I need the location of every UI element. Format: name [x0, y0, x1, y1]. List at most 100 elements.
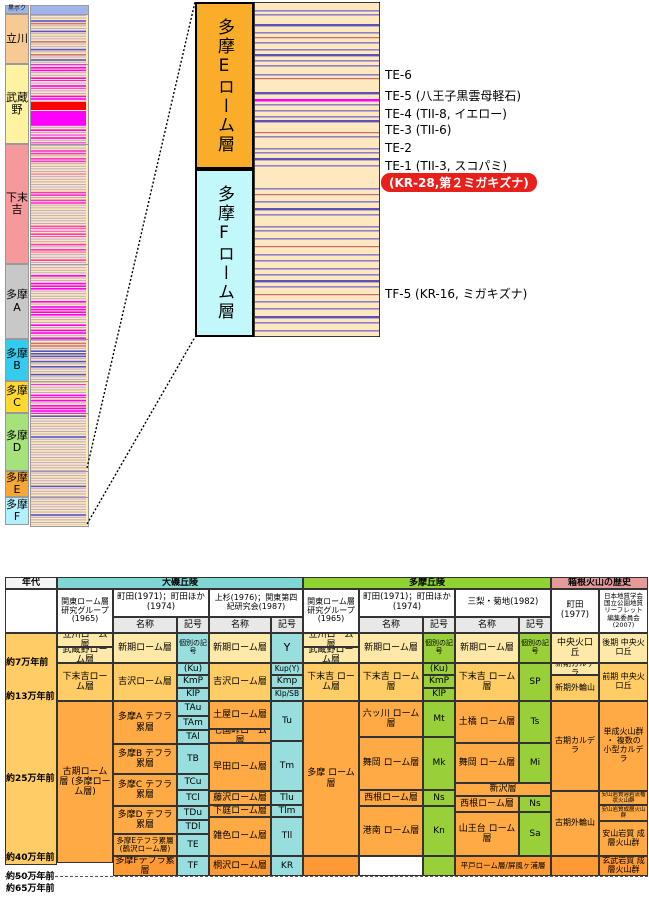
stripe-line — [31, 155, 86, 157]
u-y: Y — [271, 633, 303, 663]
stripe-line — [31, 158, 86, 160]
stripe-line — [31, 168, 86, 170]
stripe-line — [31, 243, 86, 246]
k2-bottom — [303, 856, 359, 876]
stripe-line — [31, 69, 86, 72]
tephra-label-6: TF-5 (KR-16, ミガキズナ) — [385, 287, 528, 301]
m-tamaB: 多摩B テフラ累層 — [113, 744, 177, 774]
stripe-line — [31, 363, 86, 365]
big-stripe-line — [255, 268, 379, 270]
big-stripe-line — [255, 99, 379, 102]
stripe-line — [31, 472, 86, 474]
k1-ko: 古期ローム層 (多摩ローム層) — [57, 701, 113, 863]
enlarged-column: 多摩Eローム層 多摩Fローム層 — [195, 2, 380, 337]
stripe-line — [31, 464, 86, 466]
stripe-line — [31, 355, 86, 358]
tephra-label-0: TE-6 — [385, 68, 412, 82]
m2-kounan: 港南 ローム層 — [359, 806, 423, 856]
correlation-table: 年代大磯丘陵多摩丘陵箱根火山の歴史関東ローム層研究グループ (1965)町田(1… — [5, 577, 648, 894]
stripe-line — [31, 197, 86, 198]
h-chuo: 中央火口丘 — [551, 633, 599, 663]
m2s-kmp: KmP — [423, 675, 455, 688]
stripe-line — [31, 259, 86, 261]
stripe-line — [31, 147, 86, 149]
stripe-line — [31, 347, 86, 349]
stripe-line — [31, 311, 86, 313]
mk-dobashi: 土橋 ローム層 — [455, 701, 519, 743]
big-stripe-line — [255, 110, 379, 112]
stripe-line — [31, 470, 86, 471]
ms-tdu: TDu — [177, 806, 209, 820]
stripe-line — [31, 358, 86, 360]
m2-shimosueyoshi: 下末吉 ローム層 — [359, 663, 423, 701]
unit-label-1: 立川 — [5, 14, 29, 64]
u-kr: KR — [271, 856, 303, 876]
stripe-line — [31, 220, 86, 222]
stripe-line — [31, 438, 86, 440]
stripe-line — [31, 215, 86, 217]
mk-ts: Ts — [519, 701, 551, 743]
stripe-line — [31, 337, 86, 339]
stripe-line — [31, 132, 86, 133]
h-bottom — [551, 856, 599, 876]
m2s-ku: (Ku) — [423, 663, 455, 675]
m-kichisawa: 吉沢ローム層 — [113, 663, 177, 701]
stripe-line — [31, 397, 86, 399]
age-label-2: 約25万年前 — [6, 774, 55, 784]
stripe-line — [31, 282, 86, 285]
stripe-line — [31, 199, 86, 202]
stripe-line — [31, 95, 86, 98]
stripe-line — [31, 225, 86, 228]
u-shinki: 新期ローム層 — [209, 633, 271, 663]
big-stripe-line — [255, 148, 379, 150]
big-stripe-line — [255, 14, 379, 16]
stripe-line — [31, 319, 86, 321]
stripe-line — [31, 381, 86, 383]
h-koki-caldera: 古期カルデラ — [551, 701, 599, 791]
stripe-line — [31, 230, 86, 232]
stripe-line — [31, 25, 86, 27]
stripe-line — [31, 238, 86, 240]
stripe-line — [31, 332, 86, 334]
stripe-line — [31, 462, 86, 464]
ms-indiv: 個別の記号 — [177, 633, 209, 663]
stripe-line — [31, 176, 86, 178]
stripe-line — [31, 485, 86, 488]
stripe-line — [31, 407, 86, 410]
src-machida: 町田(1971)；町田ほか(1974) — [113, 589, 209, 617]
stripe-line — [31, 74, 86, 76]
stripe-line — [31, 423, 86, 425]
highlight-label: (KR-28,第２ミガキズナ) — [381, 173, 537, 192]
mk-sannoudai: 山王台 ローム層 — [455, 812, 519, 856]
stripe-line — [31, 217, 86, 219]
stripe-line — [31, 436, 86, 438]
h-koki-gairin: 古期外輪山 — [551, 791, 599, 856]
tephra-label-2: TE-4 (TII-8, イエロー) — [385, 107, 507, 121]
unit-label-4: 多摩A — [5, 264, 29, 339]
m2-nishine: 西根ローム層 — [359, 790, 423, 806]
big-stripe-line — [255, 322, 379, 324]
stripe-line — [31, 56, 86, 58]
stripe-line — [31, 295, 86, 297]
stripe-line — [31, 386, 86, 388]
age-col-bg — [5, 633, 57, 865]
stripe-line — [31, 511, 86, 513]
big-stripe-line — [255, 158, 379, 161]
mk-shinki: 新期ローム層 — [455, 633, 519, 663]
stripe-line — [31, 72, 86, 74]
stripe-line — [31, 64, 86, 66]
unit-label-2: 武蔵野 — [5, 64, 29, 144]
stripe-line — [31, 498, 86, 500]
u-shichikoku: 七国峠ローム層 — [209, 729, 271, 743]
stripe-line — [31, 444, 86, 445]
hdr-age-blank — [5, 589, 57, 633]
src-kanto1: 関東ローム層研究グループ (1965) — [57, 589, 113, 633]
stripe-line — [31, 93, 86, 94]
unit-label-7: 多摩D — [5, 413, 29, 471]
stripe-line — [31, 54, 86, 56]
big-stripe-line — [255, 316, 379, 319]
stripe-line — [31, 251, 86, 253]
stripe-line — [31, 394, 86, 397]
stripe-line — [31, 449, 86, 451]
stripe-line — [31, 134, 86, 136]
